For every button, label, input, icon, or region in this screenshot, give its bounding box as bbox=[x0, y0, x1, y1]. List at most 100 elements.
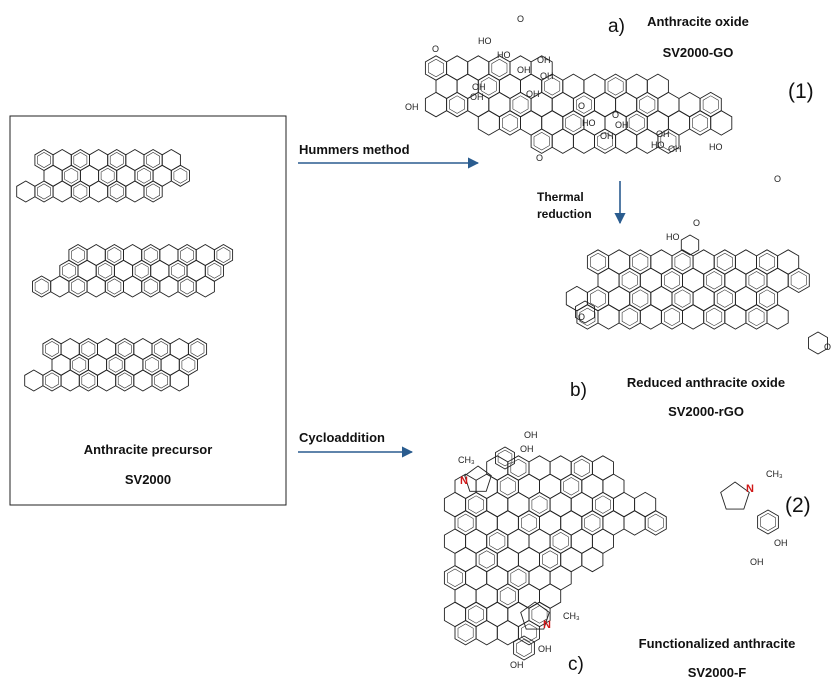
benzene-ring bbox=[496, 546, 519, 573]
benzene-ring bbox=[486, 601, 509, 628]
aromatic-inner-ring bbox=[563, 477, 580, 496]
aromatic-inner-ring bbox=[171, 262, 185, 279]
benzene-ring bbox=[150, 259, 170, 282]
benzene-ring bbox=[650, 285, 673, 312]
functionalized-atoms: OH OH CH₃ N N CH₃ OH OH N CH₃ OH OH bbox=[458, 430, 788, 670]
benzene-ring bbox=[60, 369, 80, 392]
oh-label: OH bbox=[540, 71, 554, 81]
aromatic-inner-ring bbox=[146, 183, 160, 200]
benzene-ring bbox=[734, 249, 757, 275]
methyl-label: CH₃ bbox=[563, 611, 580, 621]
aromatic-inner-ring bbox=[760, 513, 776, 531]
aromatic-inner-ring bbox=[98, 262, 113, 279]
oxide-name: Anthracite oxide bbox=[647, 14, 749, 29]
nitrogen-label: N bbox=[543, 619, 551, 631]
benzene-ring bbox=[644, 510, 667, 536]
aromatic-inner-ring bbox=[108, 356, 123, 373]
aromatic-inner-ring bbox=[552, 532, 569, 551]
aromatic-inner-ring bbox=[109, 152, 124, 168]
func-name: Functionalized anthracite bbox=[639, 636, 796, 651]
carbonyl-label: O bbox=[693, 218, 700, 228]
aromatic-inner-ring bbox=[790, 271, 807, 290]
aromatic-inner-ring bbox=[590, 289, 606, 308]
oh-label: OH bbox=[526, 89, 540, 99]
nitrogen-label: N bbox=[746, 483, 754, 495]
benzene-ring bbox=[475, 583, 498, 609]
benzene-ring bbox=[572, 128, 595, 154]
benzene-ring bbox=[623, 510, 646, 536]
benzene-ring bbox=[50, 275, 70, 298]
aromatic-inner-ring bbox=[100, 167, 115, 184]
benzene-ring bbox=[498, 73, 521, 100]
aromatic-inner-ring bbox=[447, 568, 463, 587]
aromatic-inner-ring bbox=[664, 307, 680, 327]
benzene-ring bbox=[475, 510, 498, 536]
oh-label: OH bbox=[520, 444, 534, 454]
aromatic-inner-ring bbox=[660, 132, 677, 151]
aromatic-inner-ring bbox=[154, 341, 168, 357]
ho-label: HO bbox=[666, 232, 680, 242]
benzene-ring bbox=[467, 55, 490, 81]
oh-label: OH bbox=[668, 144, 682, 154]
ho-label: HO bbox=[582, 118, 596, 128]
aromatic-inner-ring bbox=[173, 167, 188, 184]
benzene-ring bbox=[646, 73, 669, 100]
pyrrolidine-ring bbox=[520, 601, 550, 630]
benzene-ring bbox=[475, 473, 498, 500]
benzene-ring bbox=[160, 353, 180, 376]
aromatic-inner-ring bbox=[457, 513, 474, 533]
benzene-ring bbox=[51, 353, 71, 376]
benzene-ring bbox=[116, 164, 136, 187]
benzene-ring bbox=[507, 491, 530, 518]
benzene-ring bbox=[446, 55, 469, 81]
carbonyl-label: O bbox=[432, 44, 439, 54]
benzene-ring bbox=[97, 369, 117, 392]
benzene-ring bbox=[186, 259, 206, 282]
benzene-ring bbox=[692, 249, 715, 275]
benzene-ring bbox=[507, 528, 530, 554]
benzene-ring bbox=[678, 91, 701, 118]
aromatic-inner-ring bbox=[584, 513, 601, 533]
benzene-ring bbox=[169, 369, 189, 392]
benzene-ring bbox=[443, 528, 467, 554]
aromatic-inner-ring bbox=[491, 58, 508, 78]
aromatic-inner-ring bbox=[468, 495, 485, 514]
benzene-ring bbox=[551, 91, 574, 118]
benzene-ring bbox=[766, 304, 789, 330]
benzene-ring bbox=[517, 583, 540, 609]
aromatic-inner-ring bbox=[107, 278, 122, 295]
pyrrolidine-ring bbox=[720, 481, 750, 510]
aromatic-inner-ring bbox=[628, 113, 645, 133]
aromatic-inner-ring bbox=[143, 247, 158, 263]
aromatic-inner-ring bbox=[181, 356, 196, 373]
aromatic-inner-ring bbox=[748, 271, 765, 290]
cycloaddition-label: Cycloaddition bbox=[299, 430, 385, 445]
aromatic-inner-ring bbox=[590, 252, 606, 272]
benzene-ring bbox=[79, 164, 100, 187]
benzene-ring bbox=[634, 491, 657, 518]
aromatic-inner-ring bbox=[457, 623, 474, 642]
oxide-sheet bbox=[424, 55, 733, 154]
oh-label: OH bbox=[470, 92, 484, 102]
ho-label: HO bbox=[651, 140, 665, 150]
benzene-ring bbox=[734, 285, 757, 312]
benzene-ring bbox=[143, 180, 163, 203]
aromatic-inner-ring bbox=[674, 252, 691, 272]
precursor-name: Anthracite precursor bbox=[84, 442, 213, 457]
aromatic-inner-ring bbox=[573, 458, 590, 478]
benzene-ring bbox=[477, 110, 500, 136]
func-code: SV2000-F bbox=[688, 665, 747, 680]
benzene-ring bbox=[615, 128, 638, 154]
aromatic-inner-ring bbox=[621, 271, 638, 290]
aromatic-inner-ring bbox=[594, 495, 611, 514]
benzene-ring bbox=[625, 73, 648, 100]
benzene-ring bbox=[549, 455, 572, 481]
benzene-ring bbox=[495, 446, 515, 470]
benzene-ring bbox=[597, 267, 620, 294]
aromatic-inner-ring bbox=[544, 77, 561, 96]
aromatic-inner-ring bbox=[180, 278, 194, 295]
benzene-ring bbox=[570, 491, 593, 518]
benzene-ring bbox=[591, 528, 614, 554]
aromatic-inner-ring bbox=[748, 307, 765, 327]
oh-label: OH bbox=[537, 55, 551, 65]
